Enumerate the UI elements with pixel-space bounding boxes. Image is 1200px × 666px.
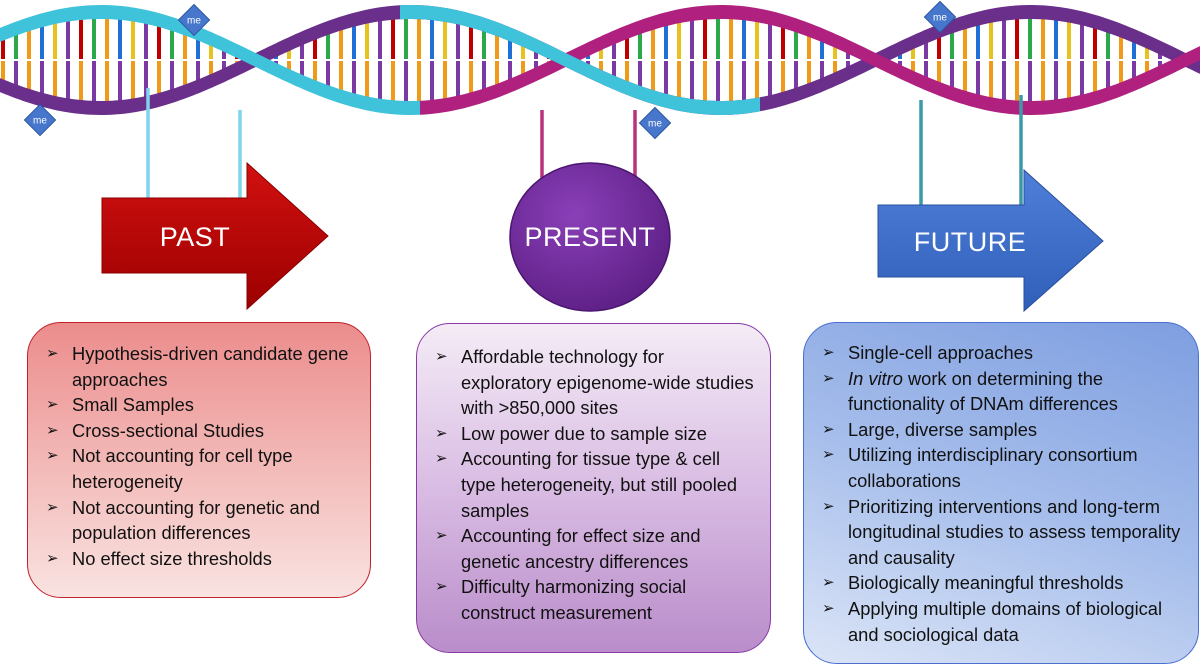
arrow-bullet-icon: ➢ (46, 498, 59, 516)
future-list: ➢ Single-cell approaches ➢ In vitro work on… (820, 340, 1184, 647)
list-item: ➢ Utilizing interdisciplinary consortium … (820, 442, 1184, 493)
arrow-bullet-icon: ➢ (46, 421, 59, 439)
list-item: ➢ Accounting for tissue type & cell type … (433, 446, 756, 523)
list-item-text: Affordable technology for exploratory ep… (461, 346, 754, 419)
future-arrow (877, 168, 1104, 313)
present-list: ➢ Affordable technology for exploratory e… (433, 344, 756, 626)
helix-strand-segment (0, 5, 1200, 115)
list-item: ➢ Prioritizing interventions and long-ter… (820, 494, 1184, 571)
list-item: ➢ Not accounting for genetic and populati… (44, 495, 356, 546)
methyl-marker: me (23, 103, 57, 137)
list-item: ➢ Applying multiple domains of biological… (820, 596, 1184, 647)
helix-strand-segment (400, 5, 760, 115)
arrow-bullet-icon: ➢ (822, 369, 835, 387)
past-arrow (101, 161, 329, 311)
arrow-bullet-icon: ➢ (822, 446, 835, 464)
list-item: ➢ Single-cell approaches (820, 340, 1184, 366)
list-item: ➢ Cross-sectional Studies (44, 418, 356, 444)
list-item: ➢ No effect size thresholds (44, 546, 356, 572)
future-box: ➢ Single-cell approaches ➢ In vitro work on… (803, 322, 1199, 664)
arrow-bullet-icon: ➢ (435, 450, 448, 468)
list-item-text: In vitro work on determining the functio… (848, 367, 1118, 415)
list-item-text: Cross-sectional Studies (72, 419, 265, 441)
methyl-marker-label: me (187, 16, 201, 27)
list-item: ➢ Biologically meaningful thresholds (820, 570, 1184, 596)
list-item: ➢ In vitro work on determining the functi… (820, 366, 1184, 417)
methyl-marker-label: me (648, 119, 662, 130)
helix-strand-segment (0, 5, 420, 115)
list-item-text: Prioritizing interventions and long-term… (848, 495, 1181, 568)
present-label: PRESENT (524, 222, 656, 252)
list-item: ➢ Small Samples (44, 392, 356, 418)
list-item-text: Utilizing interdisciplinary consortium c… (848, 444, 1138, 491)
arrow-bullet-icon: ➢ (435, 578, 448, 596)
list-item: ➢ Low power due to sample size (433, 421, 756, 447)
list-item-text: Biologically meaningful thresholds (848, 572, 1124, 594)
methyl-marker-label: me (933, 13, 947, 24)
list-item-text: Not accounting for cell type heterogenei… (72, 445, 293, 492)
list-item: ➢ Affordable technology for exploratory e… (433, 344, 756, 421)
helix-strand-segment (940, 46, 1200, 115)
methyl-marker: me (177, 3, 211, 37)
arrow-bullet-icon: ➢ (435, 424, 448, 442)
helix-strand-segment (420, 5, 940, 115)
list-item-text: Applying multiple domains of biological … (848, 597, 1163, 645)
helix-strands (0, 5, 1200, 115)
arrow-bullet-icon: ➢ (435, 348, 448, 365)
methyl-marker: me (638, 106, 672, 140)
past-label: PAST (159, 222, 231, 252)
list-item-text: Low power due to sample size (461, 422, 707, 444)
arrow-bullet-icon: ➢ (46, 549, 59, 567)
arrow-bullet-icon: ➢ (822, 497, 835, 515)
list-item-text: Large, diverse samples (848, 418, 1037, 440)
list-item: ➢ Not accounting for cell type heterogene… (44, 443, 356, 494)
list-item-text: Difficulty harmonizing social construct … (461, 576, 687, 623)
present-box: ➢ Affordable technology for exploratory e… (416, 323, 771, 653)
list-item: ➢ Accounting for effect size and genetic … (433, 523, 756, 574)
arrow-bullet-icon: ➢ (46, 345, 59, 362)
future-label: FUTURE (913, 227, 1027, 257)
arrow-bullet-icon: ➢ (822, 599, 835, 617)
arrow-bullet-icon: ➢ (822, 420, 835, 438)
list-item-text: Hypothesis-driven candidate gene approac… (72, 343, 349, 390)
list-item-text: Accounting for effect size and genetic a… (461, 525, 701, 572)
arrow-bullet-icon: ➢ (435, 527, 448, 545)
list-item: ➢ Hypothesis-driven candidate gene approa… (44, 341, 356, 392)
list-item-text: Accounting for tissue type & cell type h… (461, 448, 738, 521)
base-pair-rungs (1, 16, 1162, 104)
present-circle (509, 162, 671, 312)
list-item-text: Small Samples (72, 394, 194, 416)
list-item: ➢ Difficulty harmonizing social construct… (433, 574, 756, 625)
arrow-bullet-icon: ➢ (822, 344, 835, 361)
arrow-bullet-icon: ➢ (822, 574, 835, 592)
arrow-bullet-icon: ➢ (46, 447, 59, 465)
methyl-marker-label: me (33, 116, 47, 127)
arrow-bullet-icon: ➢ (46, 396, 59, 414)
past-box: ➢ Hypothesis-driven candidate gene approa… (27, 322, 371, 598)
list-item-text: Not accounting for genetic and populatio… (72, 496, 320, 544)
methylation-markers: me me me me (23, 0, 957, 140)
methyl-marker: me (923, 0, 957, 34)
past-list: ➢ Hypothesis-driven candidate gene approa… (44, 341, 356, 571)
list-item-text: No effect size thresholds (72, 547, 272, 569)
list-item: ➢ Large, diverse samples (820, 417, 1184, 443)
list-item-text: Single-cell approaches (848, 342, 1033, 363)
